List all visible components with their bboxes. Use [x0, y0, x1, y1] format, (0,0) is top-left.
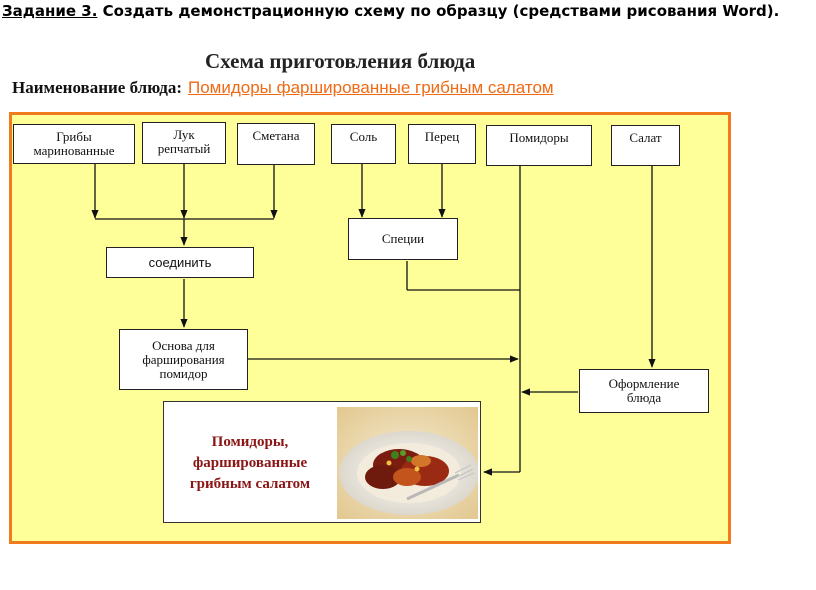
task-text: Создать демонстрационную схему по образц…: [102, 2, 780, 20]
task-heading: Задание 3. Создать демонстрационную схем…: [2, 2, 779, 20]
step-combine: соединить: [106, 247, 254, 278]
dish-name-row: Наименование блюда: Помидоры фаршированны…: [12, 78, 554, 98]
ingredient-salad: Салат: [611, 125, 680, 166]
ingredient-mushrooms: Грибы маринованные: [13, 124, 135, 164]
ingredient-onion: Лук репчатый: [142, 122, 226, 164]
ingredient-pepper: Перец: [408, 124, 476, 164]
dish-photo: [337, 407, 478, 519]
dish-name-link[interactable]: Помидоры фаршированные грибным салатом: [187, 78, 554, 97]
ingredient-salt: Соль: [331, 124, 396, 164]
diagram-title: Схема приготовления блюда: [205, 49, 476, 73]
dish-label: Наименование блюда:: [12, 78, 182, 97]
ingredient-sour-cream: Сметана: [237, 123, 315, 165]
ingredient-tomatoes: Помидоры: [486, 125, 592, 166]
result-card: Помидоры, фаршированные грибным салатом: [163, 401, 481, 523]
step-decoration: Оформление блюда: [579, 369, 709, 413]
result-title: Помидоры, фаршированные грибным салатом: [189, 434, 311, 492]
step-base: Основа для фарширования помидор: [119, 329, 248, 390]
task-number: Задание 3.: [2, 2, 98, 20]
step-spices: Специи: [348, 218, 458, 260]
